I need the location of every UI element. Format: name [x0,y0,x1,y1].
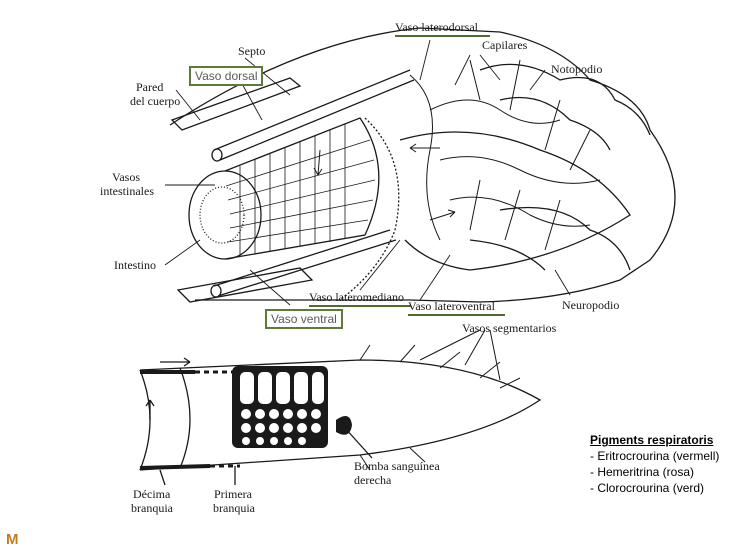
neuropodium-lobes [469,206,631,271]
underline-lateroventral [408,314,505,316]
parapodium-body [399,131,631,271]
blood-pump [336,416,352,435]
lower-left-edge [139,367,191,471]
capillary-network [409,59,601,251]
label-notopodio: Notopodio [551,62,603,76]
label-vasos-int-2: intestinales [100,184,154,198]
lower-body-outline [139,359,542,471]
pigment-legend: Pigments respiratoris - Eritrocrourina (… [590,432,719,496]
ventral-vessel-tube [213,229,397,297]
label-vaso-lateroventral: Vaso lateroventral [408,299,495,313]
dorsal-vessel-tube [213,69,415,161]
legend-title: Pigments respiratoris [590,433,714,447]
label-vaso-dorsal: Vaso dorsal [189,66,264,86]
body-wall-strip-bottom [176,267,314,303]
label-vaso-lateromediano: Vaso lateromediano [309,290,404,304]
label-decima-2: branquia [131,501,173,515]
label-intestino: Intestino [114,258,156,272]
pump-leader [344,427,373,459]
legend-item: - Eritrocrourina (vermell) [590,449,720,463]
lower-arrow-top [160,357,191,367]
label-vaso-ventral: Vaso ventral [265,309,343,329]
label-septo: Septo [238,44,266,58]
label-neuropodio: Neuropodio [562,298,620,312]
label-vaso-laterodorsal: Vaso laterodorsal [395,20,478,34]
label-vasos-segmentarios: Vasos segmentarios [462,321,557,335]
gill-chamber-cells [240,372,324,445]
leader-lines [164,39,571,306]
septum [339,117,400,301]
underline-laterodorsal [395,35,490,37]
segmental-vessels [359,329,521,471]
label-primera-1: Primera [214,487,252,501]
label-vasos-int-1: Vasos [112,170,141,184]
intestine-lumen [199,186,245,244]
body-wall-outline [169,27,676,303]
intestinal-vessel-grid [225,124,376,257]
label-bomba-1: Bomba sanguínea [354,459,440,473]
notopodium-lobes [479,63,651,151]
label-capilares: Capilares [482,38,528,52]
underline-lateromediano [309,305,411,307]
body-wall-strip-top [170,77,302,131]
gill10-leader [159,469,166,486]
ventral-vessel-lower [139,464,211,470]
label-pared-1: Pared [136,80,164,94]
legend-item: - Clorocrourina (verd) [590,481,705,495]
label-pared-2: del cuerpo [130,94,181,108]
legend-item: - Hemeritrina (rosa) [590,465,695,479]
label-bomba-2: derecha [354,473,392,487]
label-primera-2: branquia [213,501,255,515]
label-decima-1: Décima [133,487,171,501]
flow-arrows [313,143,456,221]
lower-arrow-left [145,399,155,420]
intestine-body [224,117,380,260]
